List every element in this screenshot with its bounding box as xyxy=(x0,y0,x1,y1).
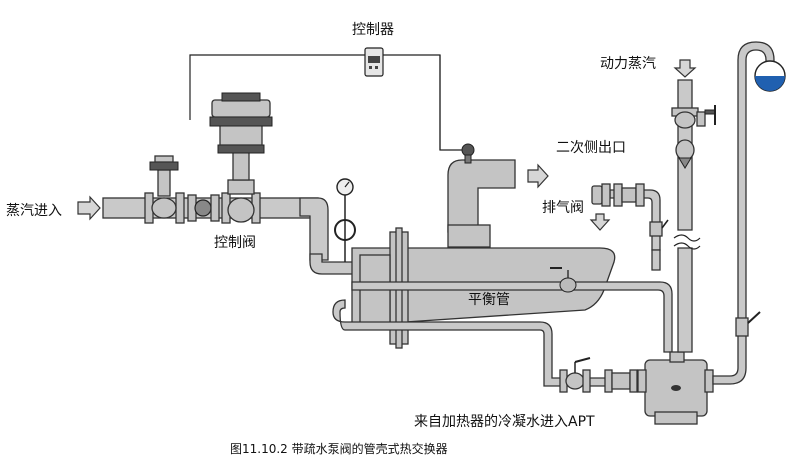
power-steam-pipe-lower xyxy=(677,247,693,353)
controller-label: 控制器 xyxy=(352,22,394,38)
temperature-sensor xyxy=(461,143,475,164)
riser-valve xyxy=(735,311,761,337)
vent-to-shell-pipe xyxy=(651,249,661,271)
vent-valve xyxy=(591,183,645,207)
control-valve xyxy=(209,92,273,224)
vent-connection-valve xyxy=(649,219,669,237)
control-valve-label: 控制阀 xyxy=(214,235,256,251)
secondary-outlet-arrow xyxy=(527,163,549,189)
pressure-gauge xyxy=(334,178,356,262)
balance-pipe-label: 平衡管 xyxy=(468,292,510,308)
balance-pipe xyxy=(351,281,673,353)
vent-valve-label: 排气阀 xyxy=(542,200,584,216)
pipe-break-mark xyxy=(673,234,701,250)
strainer xyxy=(187,194,220,222)
steam-in-label: 蒸汽进入 xyxy=(6,203,62,219)
power-steam-label: 动力蒸汽 xyxy=(600,56,656,72)
controller-device xyxy=(364,47,384,77)
nozzle-base xyxy=(447,224,491,248)
condensate-isolation-valve xyxy=(559,357,591,393)
receiver-tank xyxy=(754,60,786,92)
apt-pump-trap xyxy=(637,351,714,425)
inlet-drop-pipe xyxy=(299,197,329,261)
steam-in-arrow xyxy=(77,195,101,221)
secondary-outlet-nozzle xyxy=(447,159,516,233)
power-steam-valve xyxy=(671,105,716,129)
secondary-outlet-label: 二次侧出口 xyxy=(556,140,626,156)
condensate-label: 来自加热器的冷凝水进入APT xyxy=(414,414,595,430)
power-steam-arrow xyxy=(673,59,697,78)
power-steam-strainer xyxy=(675,139,695,169)
vent-arrow xyxy=(589,213,611,231)
balance-valve xyxy=(559,270,577,293)
figure-caption: 图11.10.2 带疏水泵阀的管壳式热交换器 xyxy=(230,441,448,456)
check-valve xyxy=(604,369,638,393)
isolation-valve xyxy=(144,155,185,224)
